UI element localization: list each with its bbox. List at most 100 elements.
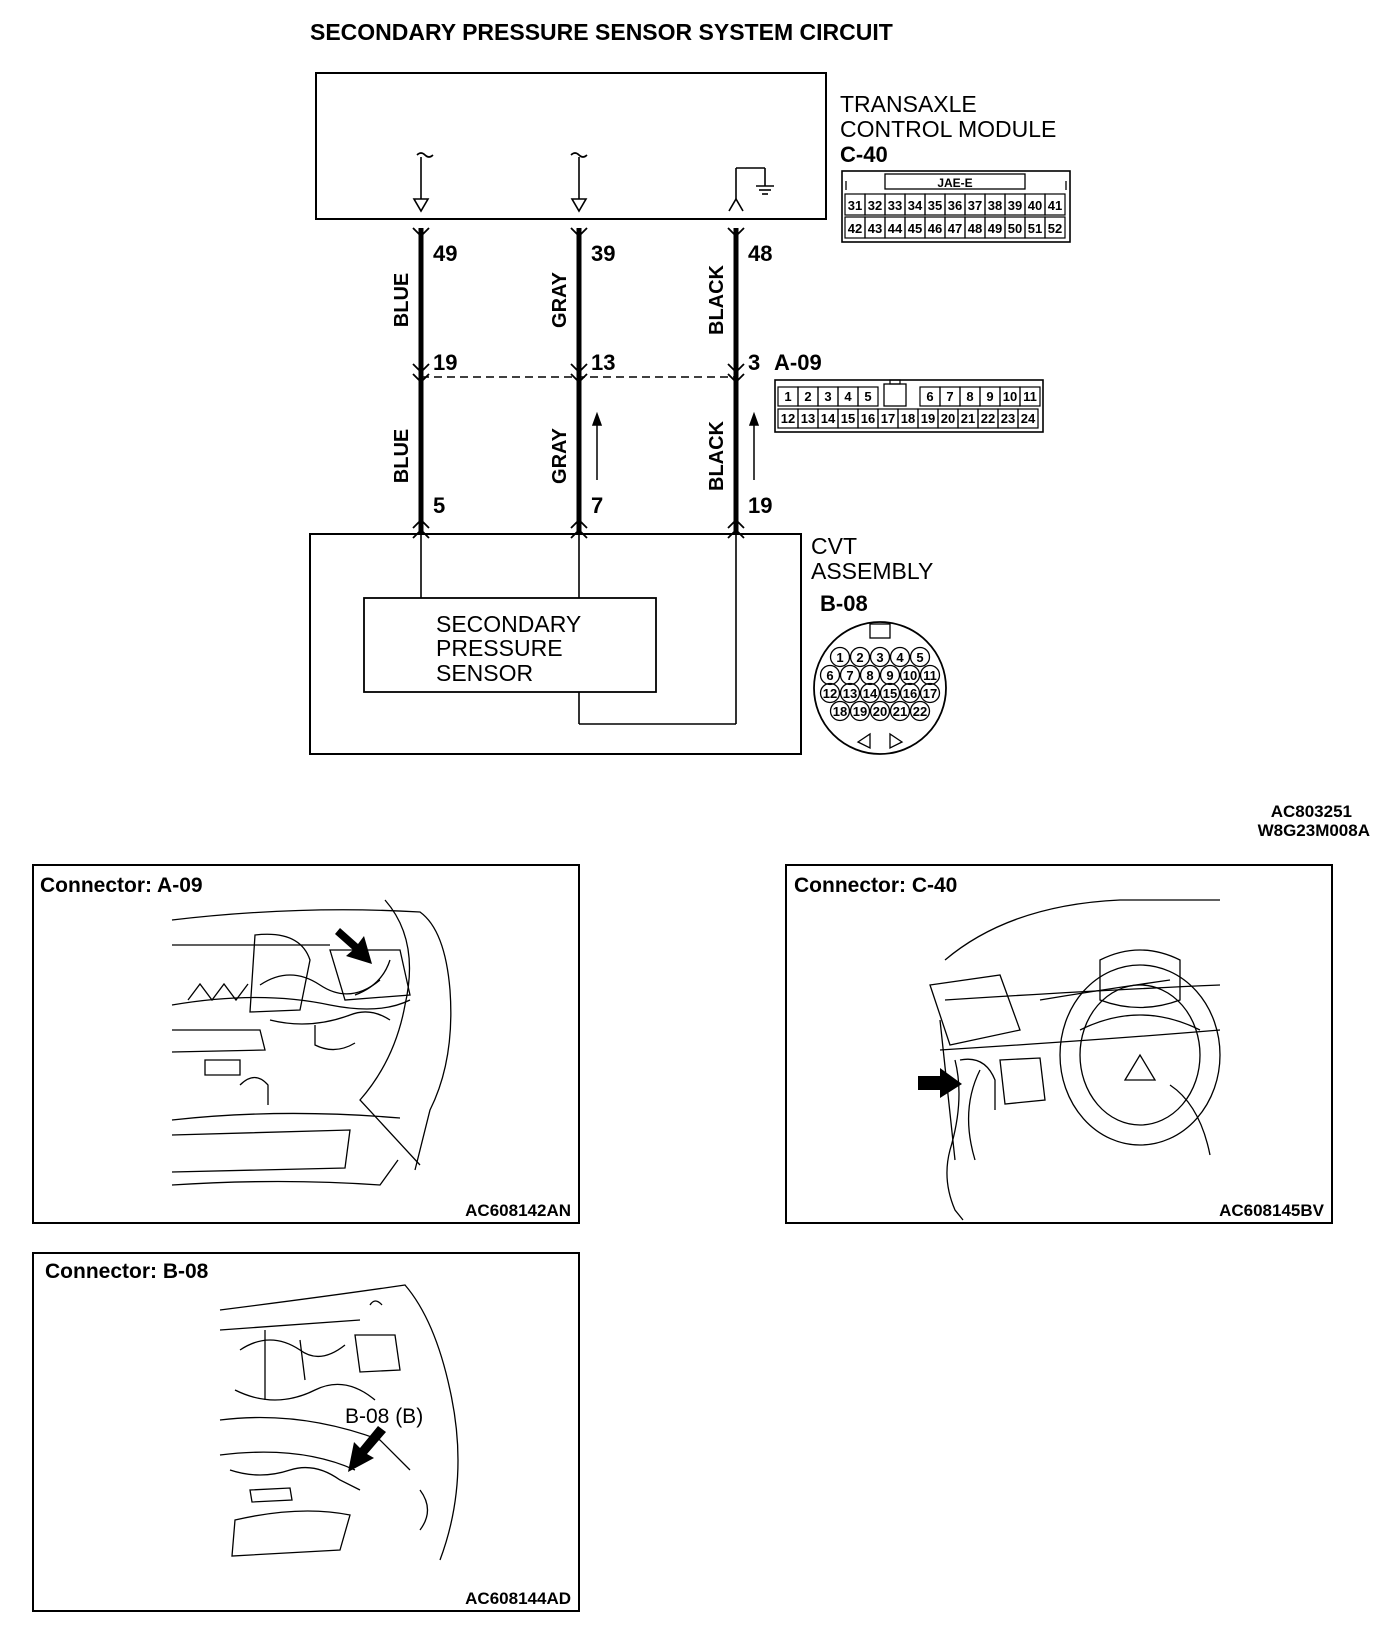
flow-arrow-black xyxy=(748,411,760,480)
b08-pin-circle xyxy=(889,646,911,668)
b08-pin-circle xyxy=(819,682,841,704)
c40-pin-number: 45 xyxy=(908,221,922,236)
connector-mark xyxy=(412,518,430,529)
b08-pin-number: 15 xyxy=(883,686,897,701)
a09-pin-number: 17 xyxy=(881,411,895,426)
b08-pin-number: 11 xyxy=(923,668,937,683)
b08-pin-circle xyxy=(859,682,881,704)
connector-mark xyxy=(412,227,430,238)
panel-connector-a09: Connector: A-09 AC608142AN xyxy=(32,864,580,1224)
ref-code-1: AC803251 xyxy=(1271,802,1352,821)
b08-pin-circle xyxy=(919,682,941,704)
c40-connector-type: JAE-E xyxy=(937,176,972,190)
tcm-label-line1: TRANSAXLE xyxy=(840,91,977,117)
tcm-connector-id: C-40 xyxy=(840,142,888,167)
b08-pin-label: 7 xyxy=(591,493,603,518)
b08-pin-number: 19 xyxy=(853,704,867,719)
cvt-assembly-box xyxy=(309,533,802,755)
c40-pin-number: 42 xyxy=(848,221,862,236)
flow-arrow-gray xyxy=(591,411,603,480)
sensor-label-line2: PRESSURE xyxy=(436,635,563,661)
b08-pin-number: 17 xyxy=(923,686,937,701)
a09-pin-number: 22 xyxy=(981,411,995,426)
a09-pin-cell xyxy=(1019,386,1041,407)
b08-pin-number: 13 xyxy=(843,686,857,701)
c40-pin-number: 32 xyxy=(868,198,882,213)
b08-pin-circle xyxy=(909,646,931,668)
b08-pin-label: 19 xyxy=(748,493,772,518)
panel-connector-c40: Connector: C-40 AC608145BV xyxy=(785,864,1333,1224)
b08-pin-number: 1 xyxy=(836,650,843,665)
b08-pin-number: 5 xyxy=(916,650,923,665)
b08-pin-number: 6 xyxy=(826,668,833,683)
a09-pin-number: 23 xyxy=(1001,411,1015,426)
engine-bay-illustration-b08 xyxy=(219,1284,459,1561)
panel-b08-callout: B-08 (B) xyxy=(345,1405,423,1428)
c40-pin-number: 48 xyxy=(968,221,982,236)
b08-pin-circle xyxy=(829,646,851,668)
c40-pin-number: 31 xyxy=(848,198,862,213)
connector-mark xyxy=(570,518,588,529)
b08-pin-circle xyxy=(879,682,901,704)
b08-pin-circle xyxy=(879,664,901,686)
a09-pin-number: 9 xyxy=(986,389,993,404)
c40-pin-number: 35 xyxy=(928,198,942,213)
a09-pin-number: 6 xyxy=(926,389,933,404)
b08-location-arrow xyxy=(348,1426,386,1472)
panel-c40-code: AC608145BV xyxy=(1219,1201,1325,1220)
a09-pin-number: 19 xyxy=(921,411,935,426)
connector-mark xyxy=(570,227,588,238)
ref-code-2: W8G23M008A xyxy=(1258,821,1370,840)
c40-pin-number: 51 xyxy=(1028,221,1042,236)
panel-a09-code: AC608142AN xyxy=(465,1201,571,1220)
panel-b08-label: Connector: B-08 xyxy=(45,1260,209,1283)
c40-pin-number: 39 xyxy=(1008,198,1022,213)
a09-pin-number: 5 xyxy=(864,389,871,404)
b08-pin-number: 7 xyxy=(846,668,853,683)
b08-pin-number: 20 xyxy=(873,704,887,719)
a09-pin-label: 19 xyxy=(433,350,457,375)
b08-pin-circle xyxy=(829,700,851,722)
b08-pin-number: 21 xyxy=(893,704,907,719)
wire-color-label-upper: BLACK xyxy=(706,264,728,335)
b08-pin-circle xyxy=(889,700,911,722)
b08-pin-number: 8 xyxy=(866,668,873,683)
b08-pin-number: 10 xyxy=(903,668,917,683)
a09-pin-number: 10 xyxy=(1003,389,1017,404)
connector-mark xyxy=(727,363,745,374)
c40-pin-number: 37 xyxy=(968,198,982,213)
c40-location-arrow xyxy=(918,1068,962,1098)
b08-connector-id: B-08 xyxy=(820,591,868,616)
c40-pin-number: 50 xyxy=(1008,221,1022,236)
a09-pin-number: 7 xyxy=(946,389,953,404)
connector-mark xyxy=(570,363,588,374)
a09-pin-number: 13 xyxy=(801,411,815,426)
c40-pin-number: 34 xyxy=(908,198,923,213)
connector-mark xyxy=(412,363,430,374)
panel-c40-label: Connector: C-40 xyxy=(794,874,957,897)
b08-pin-number: 22 xyxy=(913,704,927,719)
b08-pin-number: 9 xyxy=(886,668,893,683)
connector-mark xyxy=(727,227,745,238)
tcm-ground-symbol-48 xyxy=(728,167,774,212)
a09-pin-label: 3 xyxy=(748,350,760,375)
b08-pin-circle xyxy=(899,664,921,686)
sensor-internal-wiring xyxy=(420,534,737,725)
wire-color-label-lower: GRAY xyxy=(549,427,571,484)
b08-pin-circle xyxy=(839,682,861,704)
tcm-pin-label: 39 xyxy=(591,241,615,266)
b08-pin-circle xyxy=(819,664,841,686)
a09-connector-id: A-09 xyxy=(774,350,822,375)
c40-pin-number: 43 xyxy=(868,221,882,236)
c40-pin-cell xyxy=(1044,193,1066,216)
b08-pin-number: 16 xyxy=(903,686,917,701)
tcm-label-line2: CONTROL MODULE xyxy=(840,116,1056,142)
secondary-pressure-sensor-box xyxy=(363,597,657,693)
c40-pin-number: 40 xyxy=(1028,198,1042,213)
connector-mark xyxy=(727,373,745,384)
b08-pin-circle xyxy=(849,646,871,668)
a09-pin-number: 18 xyxy=(901,411,915,426)
